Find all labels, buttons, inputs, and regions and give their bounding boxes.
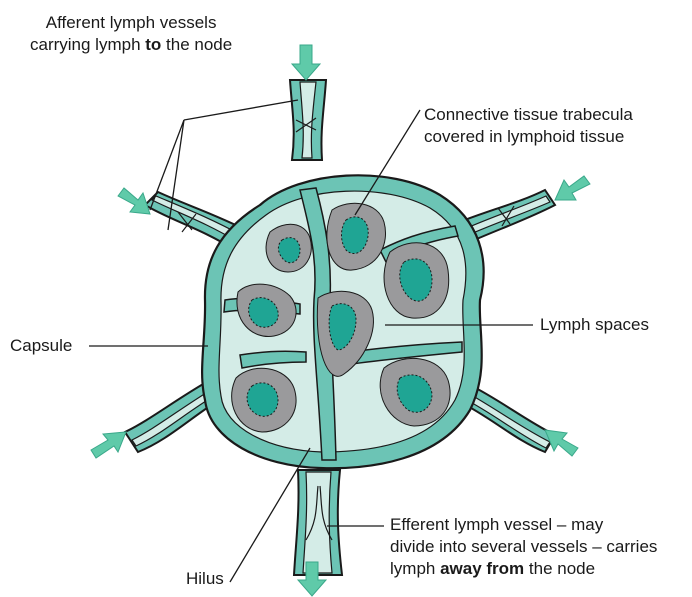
efferent-label-bold: away from xyxy=(440,559,524,578)
trabecula-label: Connective tissue trabecula covered in l… xyxy=(424,104,633,148)
afferent-label-line2: carrying lymph to the node xyxy=(30,34,232,56)
trabecula-label-line1: Connective tissue trabecula xyxy=(424,104,633,126)
afferent-label-post: the node xyxy=(161,35,232,54)
trabecula-label-line2: covered in lymphoid tissue xyxy=(424,126,633,148)
efferent-label-line1: Efferent lymph vessel – may xyxy=(390,514,657,536)
afferent-vessel-top xyxy=(290,80,326,160)
lymph-spaces-label: Lymph spaces xyxy=(540,314,649,336)
arrow-in-top xyxy=(292,45,320,80)
arrow-in-lower-left xyxy=(91,432,126,458)
efferent-label-line3: lymph away from the node xyxy=(390,558,657,580)
afferent-label: Afferent lymph vessels carrying lymph to… xyxy=(30,12,232,56)
capsule-label: Capsule xyxy=(10,335,72,357)
afferent-label-line1: Afferent lymph vessels xyxy=(30,12,232,34)
afferent-label-pre: carrying lymph xyxy=(30,35,145,54)
efferent-vessel xyxy=(294,470,342,575)
lymphoid-follicle-6 xyxy=(232,368,296,432)
lymphoid-follicle-3 xyxy=(384,243,449,318)
lymphoid-follicle-1 xyxy=(266,224,311,272)
efferent-label: Efferent lymph vessel – may divide into … xyxy=(390,514,657,580)
arrow-in-upper-left xyxy=(118,188,150,214)
arrow-in-upper-right xyxy=(555,176,590,200)
efferent-label-post: the node xyxy=(524,559,595,578)
efferent-label-pre: lymph xyxy=(390,559,440,578)
hilus-label: Hilus xyxy=(186,568,224,590)
afferent-label-bold: to xyxy=(145,35,161,54)
efferent-label-line2: divide into several vessels – carries xyxy=(390,536,657,558)
